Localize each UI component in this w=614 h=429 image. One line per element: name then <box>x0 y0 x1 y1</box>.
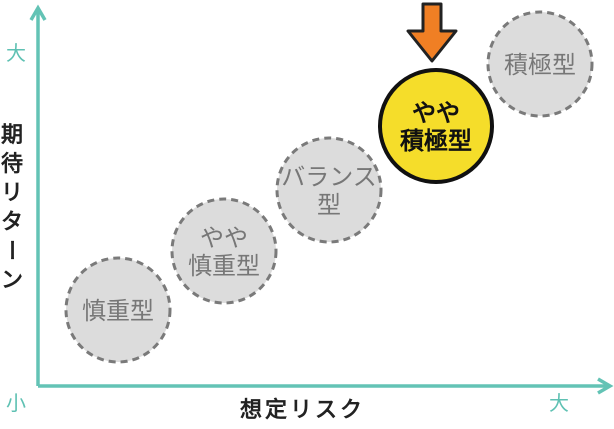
y-axis-title-char: タ <box>1 210 23 235</box>
bubble-circle <box>275 136 383 244</box>
bubble-circle <box>378 68 494 184</box>
bubble-label: 積極型 <box>504 51 576 79</box>
y-axis-line <box>29 4 47 386</box>
bubble-label: 積極型 <box>400 127 472 155</box>
bubble-aggressive: 積極型 <box>486 10 594 118</box>
y-axis-title-char: ー <box>0 239 23 261</box>
y-axis-max-label: 大 <box>6 41 26 65</box>
y-axis-title-char: 期 <box>1 123 23 148</box>
down-arrow-icon <box>406 2 458 63</box>
y-axis-title-char: リ <box>1 181 23 206</box>
origin-label: 小 <box>6 391 26 415</box>
bubble-circle <box>64 256 172 364</box>
x-axis-title: 想定リスク <box>240 397 365 423</box>
bubble-label: やや <box>200 224 248 252</box>
bubble-label: 慎重型 <box>82 297 154 325</box>
x-axis-line <box>38 377 614 395</box>
bubble-circle <box>486 10 594 118</box>
bubble-label: 慎重型 <box>188 252 260 280</box>
y-axis-title-char: 待 <box>1 151 23 177</box>
x-axis-max-label: 大 <box>549 391 569 415</box>
bubble-label: 型 <box>317 191 341 219</box>
bubble-label: やや <box>412 99 460 127</box>
bubble-label: バランス <box>281 163 377 191</box>
bubble-cautious: 慎重型 <box>64 256 172 364</box>
bubble-circle <box>170 197 278 305</box>
y-axis-title-char: ン <box>1 268 23 293</box>
